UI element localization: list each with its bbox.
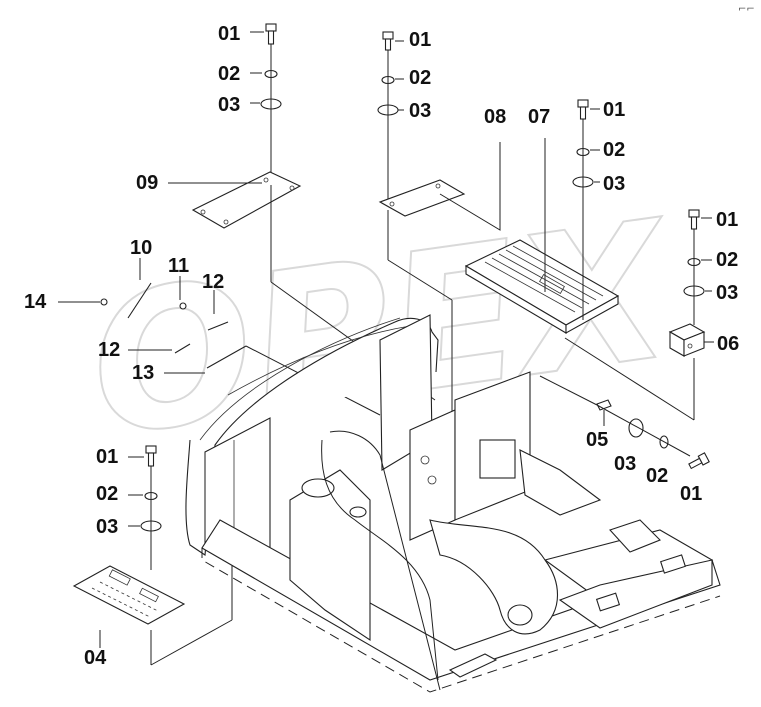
bolt-icon bbox=[688, 209, 700, 230]
corner-mark: ⌐⌐ bbox=[738, 4, 755, 15]
clip-icon bbox=[100, 298, 108, 306]
rod-12a bbox=[207, 321, 229, 331]
label-f02: 02 bbox=[646, 465, 668, 487]
rod-12b bbox=[174, 343, 191, 354]
label-e11: 11 bbox=[168, 255, 189, 277]
label-d01: 01 bbox=[716, 209, 738, 231]
bolt-icon bbox=[577, 99, 589, 120]
label-f03: 03 bbox=[614, 453, 636, 475]
label-a03: 03 bbox=[218, 94, 240, 116]
label-d02: 02 bbox=[716, 249, 738, 271]
plate-09 bbox=[191, 171, 302, 229]
pin-11 bbox=[179, 302, 187, 310]
group-f bbox=[539, 375, 710, 470]
group-b bbox=[377, 31, 620, 415]
rod-10 bbox=[127, 282, 152, 319]
plate-08 bbox=[378, 179, 466, 217]
bolt-icon bbox=[382, 31, 394, 51]
group-c bbox=[572, 99, 600, 320]
label-c03: 03 bbox=[603, 173, 625, 195]
label-e12a: 12 bbox=[202, 271, 224, 293]
flat-washer-icon bbox=[628, 418, 644, 438]
callout-labels: 01 02 03 09 01 02 03 08 07 01 02 03 01 0… bbox=[24, 23, 739, 669]
label-c01: 01 bbox=[603, 99, 625, 121]
machine-body bbox=[185, 314, 721, 693]
label-f05: 05 bbox=[586, 429, 608, 451]
label-b07: 07 bbox=[528, 106, 550, 128]
label-e12b: 12 bbox=[98, 339, 120, 361]
label-e14: 14 bbox=[24, 291, 47, 313]
label-d06: 06 bbox=[717, 333, 739, 355]
label-b02: 02 bbox=[409, 67, 431, 89]
label-e13: 13 bbox=[132, 362, 154, 384]
label-f01: 01 bbox=[680, 483, 702, 505]
strip-13 bbox=[206, 345, 247, 369]
label-a09: 09 bbox=[136, 172, 158, 194]
label-b08: 08 bbox=[484, 106, 506, 128]
label-a02: 02 bbox=[218, 63, 240, 85]
label-d03: 03 bbox=[716, 282, 738, 304]
group-d bbox=[564, 209, 714, 421]
bracket-06 bbox=[668, 323, 706, 357]
bolt-icon bbox=[265, 23, 277, 45]
label-g04: 04 bbox=[84, 647, 107, 669]
label-c02: 02 bbox=[603, 139, 625, 161]
label-g01: 01 bbox=[96, 446, 118, 468]
bolt-icon bbox=[688, 452, 710, 470]
label-a01: 01 bbox=[218, 23, 240, 45]
part-05 bbox=[596, 399, 612, 411]
label-b03: 03 bbox=[409, 100, 431, 122]
label-e10: 10 bbox=[130, 237, 152, 259]
plate-04 bbox=[72, 565, 186, 625]
grille-07 bbox=[464, 239, 620, 334]
label-g02: 02 bbox=[96, 483, 118, 505]
group-g bbox=[72, 445, 233, 666]
label-b01: 01 bbox=[409, 29, 431, 51]
label-g03: 03 bbox=[96, 516, 118, 538]
